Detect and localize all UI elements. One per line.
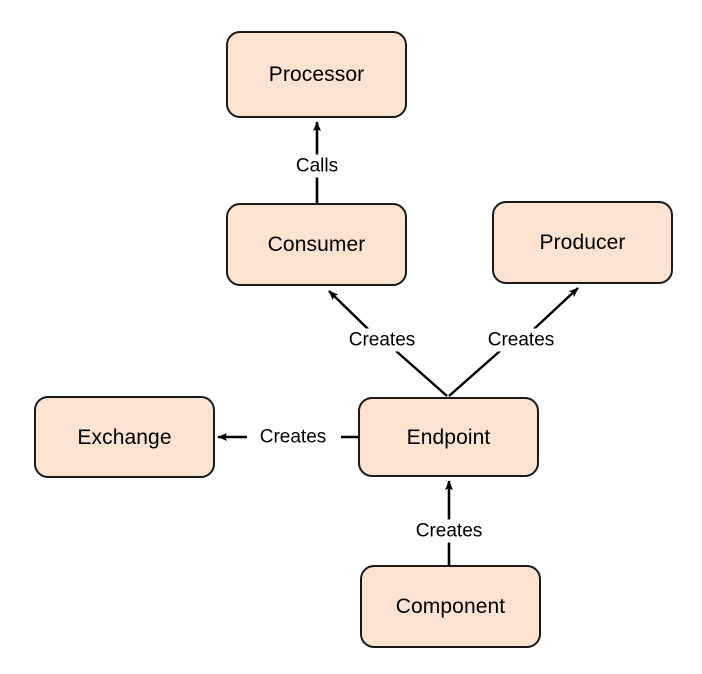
edge-label-calls: Calls [291,154,343,178]
node-component[interactable]: Component [360,565,541,648]
node-endpoint[interactable]: Endpoint [358,397,539,477]
edge-endpoint-creates-consumer-lower [395,350,448,397]
edge-label-creates-producer: Creates [483,328,559,352]
edge-endpoint-creates-consumer-upper [328,290,369,330]
edge-label-creates-endpoint: Creates [411,519,487,543]
edge-label-creates-exchange: Creates [255,425,331,449]
node-consumer[interactable]: Consumer [226,203,407,286]
edge-label-creates-consumer: Creates [344,328,420,352]
edge-endpoint-creates-producer-upper [533,287,579,330]
node-consumer-label: Consumer [267,233,366,256]
node-producer-label: Producer [539,231,626,254]
node-exchange-label: Exchange [77,425,172,449]
node-exchange[interactable]: Exchange [34,396,215,478]
node-processor-label: Processor [268,63,365,86]
node-endpoint-label: Endpoint [406,425,491,449]
node-producer[interactable]: Producer [492,201,673,284]
node-processor[interactable]: Processor [226,31,407,118]
edge-endpoint-creates-producer-lower [448,350,501,397]
node-component-label: Component [395,595,506,618]
